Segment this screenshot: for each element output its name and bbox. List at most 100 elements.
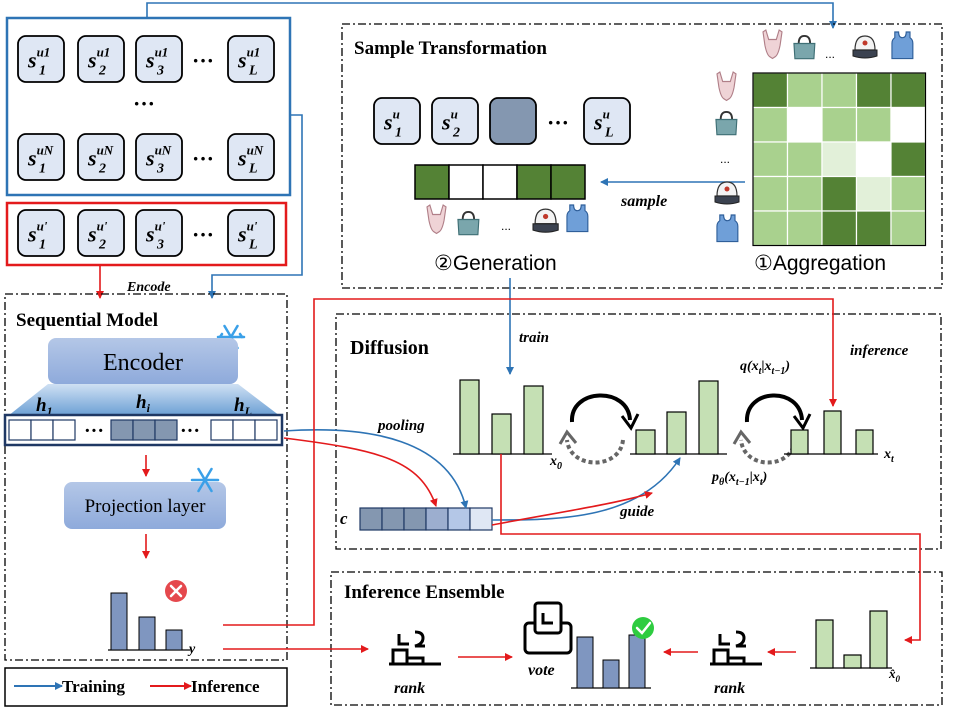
handbag-icon (457, 210, 480, 236)
vector-cell (550, 164, 586, 200)
y-label: y (187, 642, 196, 657)
x0-label: x0 (549, 454, 562, 472)
matrix-cell (855, 210, 892, 247)
matrix-cell (786, 106, 823, 143)
hi-label: hi (136, 392, 151, 415)
inference-arrow-to-xt (223, 298, 837, 626)
train-label: train (519, 330, 549, 346)
sampled-item-icons (426, 204, 589, 236)
error-icon (165, 580, 187, 602)
matrix-cell (786, 210, 823, 247)
hidden-state-cell (30, 419, 54, 441)
swimsuit-icon (762, 29, 783, 60)
hidden-dots-left: ··· (84, 420, 104, 442)
masked-token (489, 97, 537, 145)
vector-cell (448, 164, 484, 200)
condition-cell (425, 507, 449, 531)
matrix-cell (855, 72, 892, 109)
rank-icon (389, 630, 441, 666)
condition-cell (469, 507, 493, 531)
svg-text:su'3: su'3 (145, 218, 166, 252)
matrix-column-icons (762, 29, 914, 60)
matrix-cell (821, 106, 858, 143)
pooling-label: pooling (376, 418, 425, 434)
matrix-cell (786, 175, 823, 212)
xhat0-label: x̂0 (888, 666, 901, 684)
hidden-state-cell (8, 419, 32, 441)
matrix-cell (890, 106, 927, 143)
matrix-cell (786, 141, 823, 178)
svg-text:su'1: su'1 (27, 218, 48, 252)
svg-text:suL: suL (593, 106, 614, 140)
condition-cell (381, 507, 405, 531)
diffusion-panel (335, 313, 942, 550)
pooling-training-arrow (283, 428, 469, 509)
sequential-output-histogram (108, 592, 190, 651)
matrix-cell (890, 175, 927, 212)
diffusion-title: Diffusion (350, 337, 429, 359)
hidden-state-cell (210, 419, 234, 441)
vector-cell (414, 164, 450, 200)
ballot-box-icon (523, 601, 573, 655)
ensemble-result-histogram (571, 634, 651, 689)
cap-icon (532, 208, 559, 233)
inference-label: inference (850, 343, 909, 359)
xmid-histogram (630, 380, 727, 455)
matrix-cell (752, 72, 789, 109)
vertical-ellipsis: ··· (133, 91, 155, 116)
generation-label: ②Generation (434, 252, 557, 275)
strip-dots: ... (501, 219, 511, 233)
sequence-token: su'1 (17, 209, 65, 257)
h1-label: h1 (36, 395, 53, 418)
encoder-label: Encoder (103, 350, 183, 376)
xt-label: xt (883, 447, 895, 465)
encoder-fan (8, 384, 280, 416)
condition-vector (359, 507, 493, 531)
svg-text:su'2: su'2 (87, 218, 108, 252)
q-label: q(xt|xt−1) (740, 359, 790, 377)
legend-inference-label: Inference (191, 677, 260, 696)
guide-inference-arrow (491, 491, 653, 526)
pooling-inference-arrow (283, 437, 438, 507)
inference-ensemble-panel (330, 571, 943, 706)
sample-transformation-title: Sample Transformation (354, 38, 547, 59)
svg-text:su2: su2 (441, 106, 460, 140)
new-user-box (5, 201, 288, 267)
x0-histogram (453, 379, 552, 455)
matrix-cell (855, 175, 892, 212)
matrix-cell (786, 72, 823, 109)
hL-label: hL (234, 395, 252, 418)
hidden-state-cell (154, 419, 178, 441)
check-icon (632, 617, 654, 639)
matrix-cell (752, 175, 789, 212)
condition-cell (403, 507, 427, 531)
sequence-token: su'2 (77, 209, 125, 257)
swimsuit-icon (716, 71, 737, 102)
rank-icon (710, 630, 762, 666)
matrix-cell (821, 175, 858, 212)
tank-top-icon (566, 204, 589, 233)
handbag-icon (715, 110, 738, 136)
p-label: pθ(xt−1|xt) (711, 470, 767, 488)
swimsuit-icon (426, 204, 447, 235)
projection-layer-block (64, 482, 226, 529)
sequential-model-title: Sequential Model (16, 310, 158, 331)
